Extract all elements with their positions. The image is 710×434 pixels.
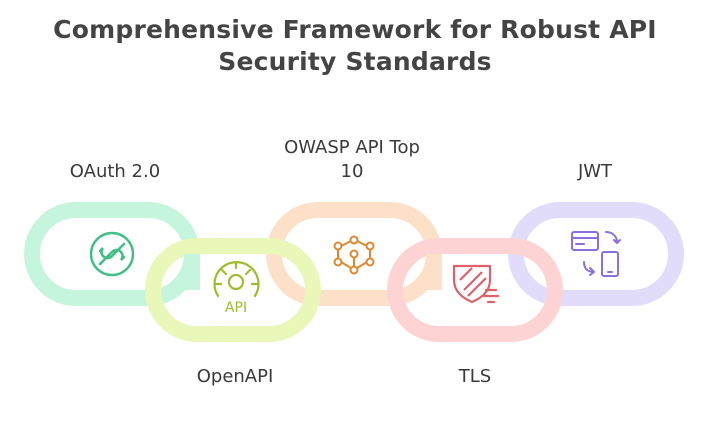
shield-icon — [452, 264, 500, 304]
chain-link-openapi — [145, 238, 321, 342]
oauth-icon — [89, 231, 135, 277]
label-oauth: OAuth 2.0 — [69, 161, 161, 182]
network-nodes-icon — [333, 235, 375, 275]
label-openapi: OpenAPI — [196, 366, 274, 387]
api-gear-icon: API — [213, 260, 260, 316]
chain-link-tls — [387, 238, 563, 342]
title-line-2: Security Standards — [218, 47, 492, 76]
label-tls: TLS — [458, 366, 492, 387]
diagram-title: Comprehensive Framework for Robust API S… — [0, 14, 710, 78]
label-owasp-line-2: 10 — [340, 161, 364, 182]
label-jwt: JWT — [577, 161, 613, 182]
svg-text:API: API — [225, 300, 247, 316]
label-owasp: OWASP API Top 10 — [262, 136, 442, 184]
title-line-1: Comprehensive Framework for Robust API — [53, 15, 657, 44]
label-owasp-line-1: OWASP API Top — [284, 137, 420, 158]
token-exchange-icon — [571, 231, 621, 277]
